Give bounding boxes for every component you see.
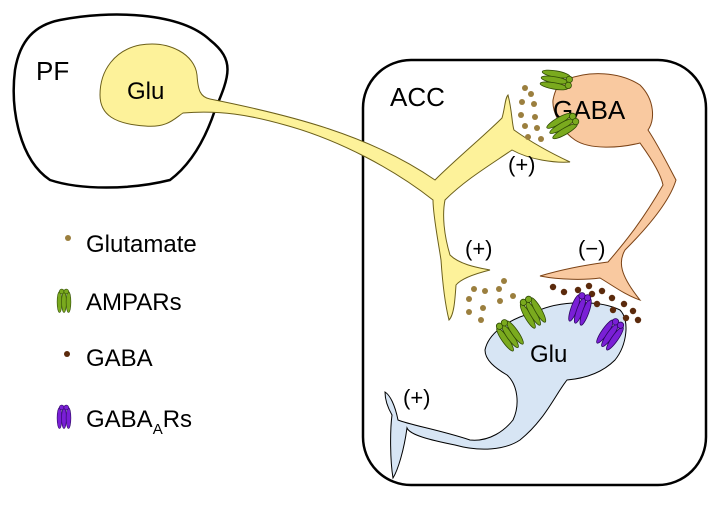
pf-region-outline (12, 13, 229, 189)
glutamate-cluster-gaba-synapse (518, 85, 544, 142)
acc-glu-neuron (384, 302, 627, 480)
sign-glu-output: (+) (403, 385, 431, 410)
sign-gaba-to-glu: (−) (578, 236, 606, 261)
acc-gaba-neuron (539, 73, 677, 302)
gaba-cluster (549, 282, 642, 324)
acc-label: ACC (390, 82, 445, 112)
legend-gabaars: GABAARs (86, 406, 192, 438)
pf-glu-label: Glu (127, 78, 164, 105)
legend-glutamate: Glutamate (86, 231, 197, 258)
legend-ampars: AMPARs (86, 289, 182, 316)
legend: Glutamate AMPARs GABA GABAARs (56, 231, 197, 438)
acc-glu-label: Glu (530, 341, 567, 368)
legend-gabaars-suffix: Rs (163, 406, 192, 433)
legend-gaba: GABA (86, 345, 153, 372)
sign-pf-to-glu: (+) (465, 236, 493, 261)
glutamate-cluster-glu-synapse (466, 278, 516, 323)
acc-region-outline (361, 58, 708, 487)
sign-pf-to-gaba: (+) (508, 152, 536, 177)
legend-gabaars-sub: A (153, 421, 163, 438)
pf-label: PF (36, 56, 69, 86)
legend-gabaars-main: GABA (86, 406, 153, 433)
pf-glu-neuron (99, 43, 571, 321)
ampar-receptor (539, 68, 574, 93)
glutamate-dot-icon (65, 235, 71, 241)
gaba-dot-icon (64, 351, 70, 357)
ampar-icon (56, 288, 72, 313)
gabaar-icon (56, 404, 72, 429)
